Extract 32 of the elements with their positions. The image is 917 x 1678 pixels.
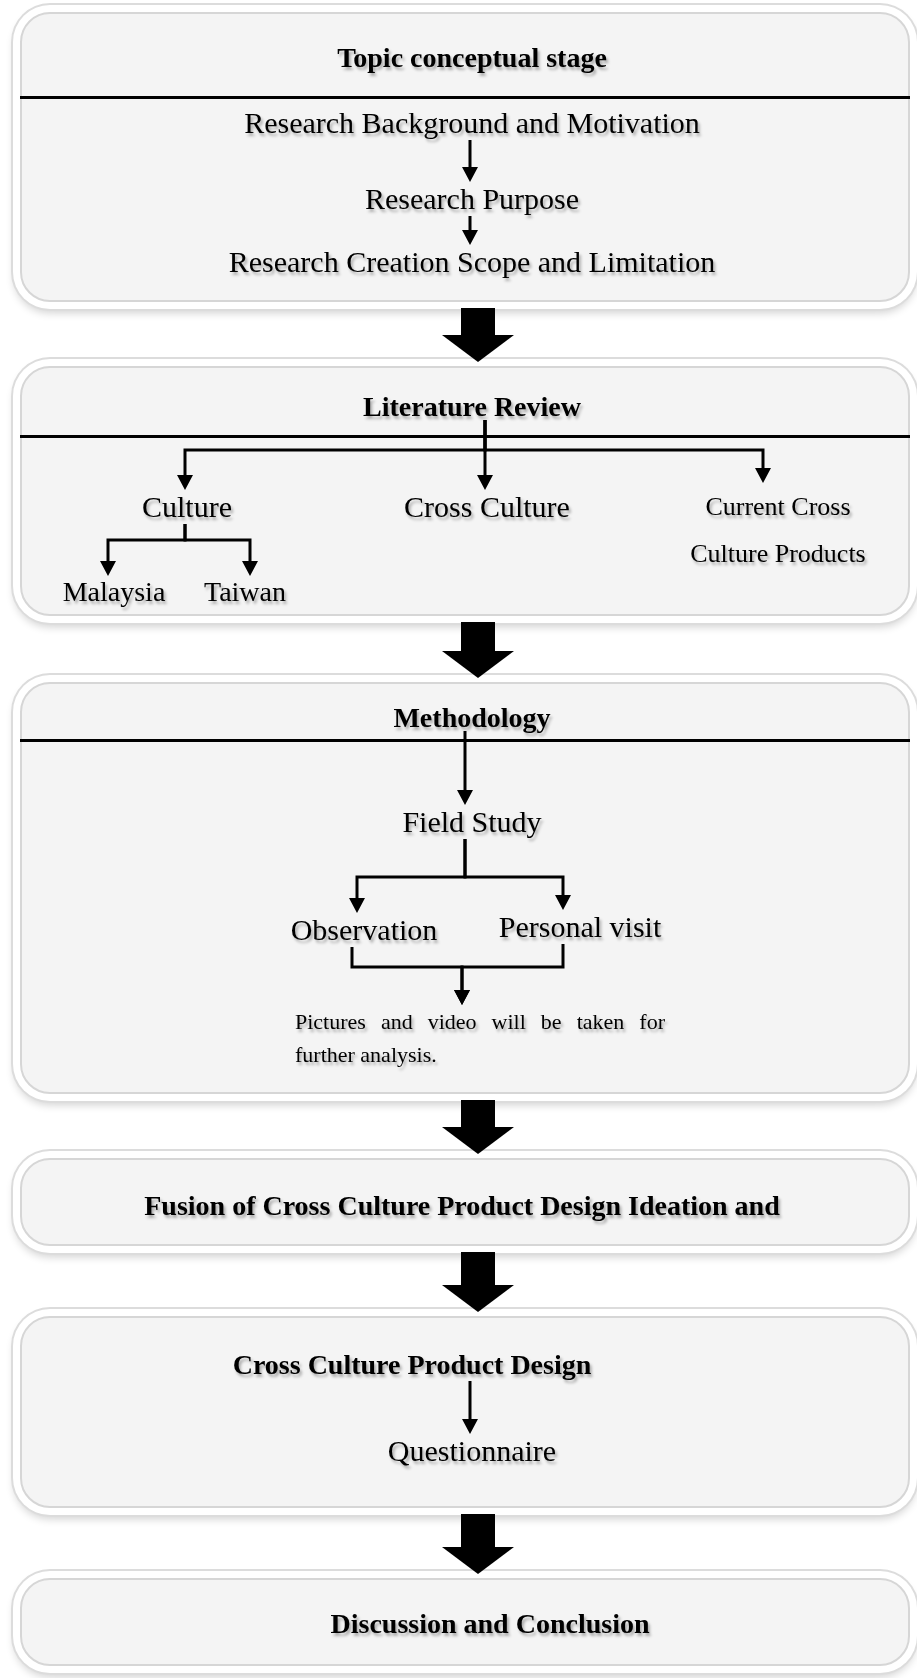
block-arrow: [442, 308, 514, 362]
step-label: Research Purpose: [364, 182, 580, 216]
block-arrow: [442, 1100, 514, 1154]
step-label: Research Creation Scope and Limitation: [228, 245, 716, 279]
block-arrow: [442, 1514, 514, 1574]
step-label: Questionnaire: [387, 1434, 557, 1468]
arrow: [462, 140, 478, 182]
arrow: [454, 944, 565, 1005]
step-label: Pictures and video will be taken for further analysis.: [295, 1005, 665, 1071]
arrow: [462, 1381, 478, 1434]
block-arrow: [442, 622, 514, 678]
step-label: Malaysia: [62, 576, 166, 608]
step-label: Taiwan: [204, 576, 286, 608]
step-label: Current Cross Culture Products: [670, 483, 886, 577]
step-label: Personal visit: [498, 910, 662, 944]
arrow: [457, 731, 473, 805]
arrow: [463, 839, 571, 910]
stage-heading: Methodology: [393, 702, 551, 734]
stage-heading: Fusion of Cross Culture Product Design Ideation and: [144, 1190, 780, 1222]
step-label: Research Background and Motivation: [244, 106, 700, 140]
block-arrow: [442, 1252, 514, 1312]
stage-heading: Discussion and Conclusion: [330, 1608, 650, 1640]
arrow: [483, 420, 771, 483]
stage-heading: Cross Culture Product Design: [232, 1349, 592, 1381]
arrow: [183, 524, 258, 576]
step-label: Field Study: [402, 805, 542, 839]
step-label: Observation: [290, 913, 438, 947]
step-label: Cross Culture: [404, 490, 570, 524]
step-label: Culture: [142, 490, 232, 524]
arrow: [462, 216, 478, 245]
stage-heading: Topic conceptual stage: [337, 42, 607, 74]
stage-heading: Literature Review: [363, 391, 581, 423]
